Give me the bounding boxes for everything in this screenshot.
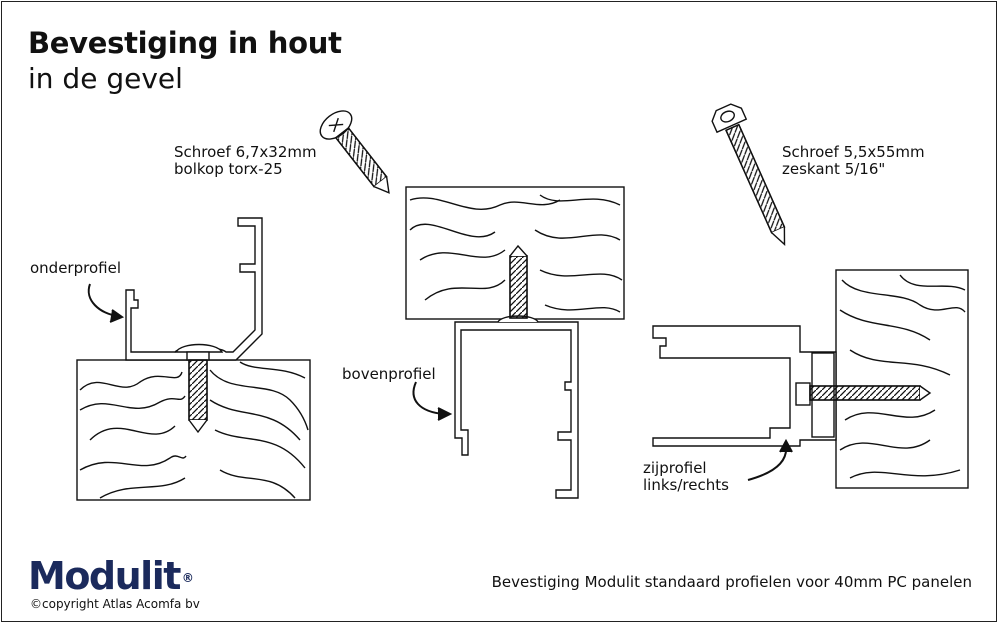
screw-label-bolkop-line1: Schroef 6,7x32mm: [174, 143, 317, 161]
modulit-logo: Modulit®: [28, 554, 194, 598]
screw-bolkop-icon: [319, 110, 390, 194]
label-bovenprofiel: bovenprofiel: [342, 365, 436, 383]
registered-mark: ®: [181, 571, 194, 585]
zijprofiel-shape: [652, 325, 932, 447]
bovenprofiel-shape: [454, 244, 579, 499]
label-zijprofiel: zijprofiel links/rechts: [643, 460, 729, 494]
label-zijprofiel-line1: zijprofiel: [643, 459, 707, 477]
screw-label-bolkop-line2: bolkop torx-25: [174, 160, 283, 178]
screw-label-zeskant-line1: Schroef 5,5x55mm: [782, 143, 925, 161]
onderprofiel-shape: [125, 217, 263, 361]
page-subtitle: in de gevel: [28, 62, 183, 95]
leader-arrows: [87, 283, 793, 481]
screw-label-zeskant: Schroef 5,5x55mm zeskant 5/16": [782, 144, 925, 178]
copyright-text: ©copyright Atlas Acomfa bv: [30, 597, 200, 611]
screw-zeskant-icon: [711, 103, 786, 247]
wood-block-right: [835, 269, 969, 489]
footer-caption: Bevestiging Modulit standaard profielen …: [491, 573, 972, 591]
screw-left-installed: [174, 343, 224, 434]
screw-label-zeskant-line2: zeskant 5/16": [782, 160, 886, 178]
page-title: Bevestiging in hout: [28, 26, 342, 60]
label-zijprofiel-line2: links/rechts: [643, 476, 729, 494]
screw-label-bolkop: Schroef 6,7x32mm bolkop torx-25: [174, 144, 317, 178]
label-onderprofiel: onderprofiel: [30, 259, 121, 277]
logo-text: Modulit: [28, 554, 181, 598]
